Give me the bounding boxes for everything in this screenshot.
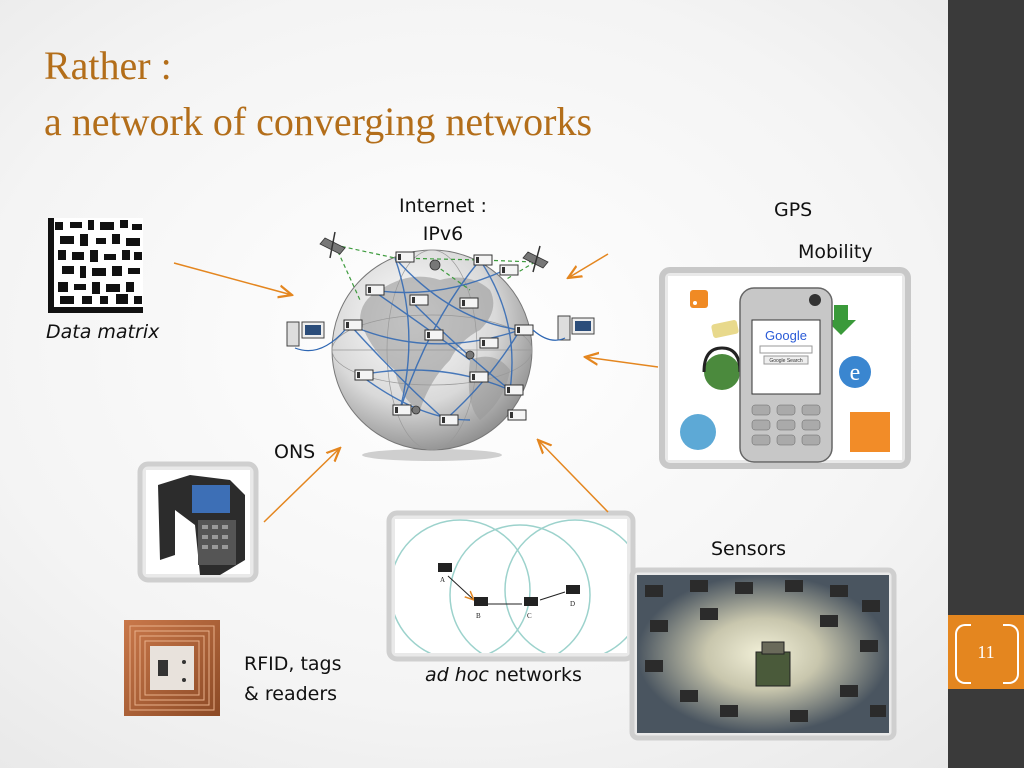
gps-label: GPS (774, 199, 813, 221)
adhoc-label-rest: networks (488, 664, 582, 686)
arrow-datamatrix-to-globe (173, 262, 292, 295)
rfid-label: RFID, tags & readers (244, 649, 342, 709)
handheld-scanner-image (137, 461, 259, 583)
rfid-label-line-1: RFID, tags (244, 653, 342, 675)
sensors-photo-image (629, 567, 897, 741)
adhoc-network-image: A B C D (386, 510, 636, 662)
ons-label: ONS (274, 441, 316, 463)
title-line-2: a network of converging networks (44, 99, 593, 144)
slide-title: Rather : a network of converging network… (44, 38, 592, 150)
arrow-mobility-to-globe (585, 357, 659, 368)
adhoc-label-italic: ad hoc (425, 664, 489, 686)
svg-text:e: e (850, 360, 861, 386)
rfid-tag-image (124, 620, 220, 716)
adhoc-node-b: B (476, 612, 481, 620)
mobility-label: Mobility (798, 241, 873, 263)
phone-search-button: Google Search (769, 358, 803, 364)
data-matrix-label: Data matrix (46, 321, 160, 343)
sensors-label: Sensors (711, 538, 787, 560)
arrow-scanner-to-globe (263, 448, 340, 523)
data-matrix-image (48, 218, 143, 313)
adhoc-node-a: A (440, 576, 445, 584)
phone-search-brand: Google (765, 328, 807, 343)
adhoc-node-c: C (527, 612, 532, 620)
connection-arrows (173, 253, 659, 523)
title-line-1: Rather : (44, 43, 172, 88)
slide-number-bracket-left (955, 624, 971, 684)
slide-number-bracket-right (1003, 624, 1019, 684)
arrow-sensors-to-globe (538, 440, 609, 513)
internet-label-line-2: IPv6 (422, 223, 464, 245)
internet-label: Internet : IPv6 (383, 192, 503, 248)
computer-right-icon (532, 315, 595, 341)
adhoc-label: ad hoc networks (425, 664, 582, 686)
computer-left-icon (286, 321, 346, 352)
internet-globe-image (286, 231, 595, 461)
arrow-gps-to-globe (568, 253, 609, 278)
internet-label-line-1: Internet : (399, 195, 487, 217)
mobility-phone-image: e Google Google Search (659, 267, 911, 469)
rfid-label-line-2: & readers (244, 683, 338, 705)
adhoc-node-d: D (570, 600, 575, 608)
slide-number: 11 (977, 642, 995, 662)
